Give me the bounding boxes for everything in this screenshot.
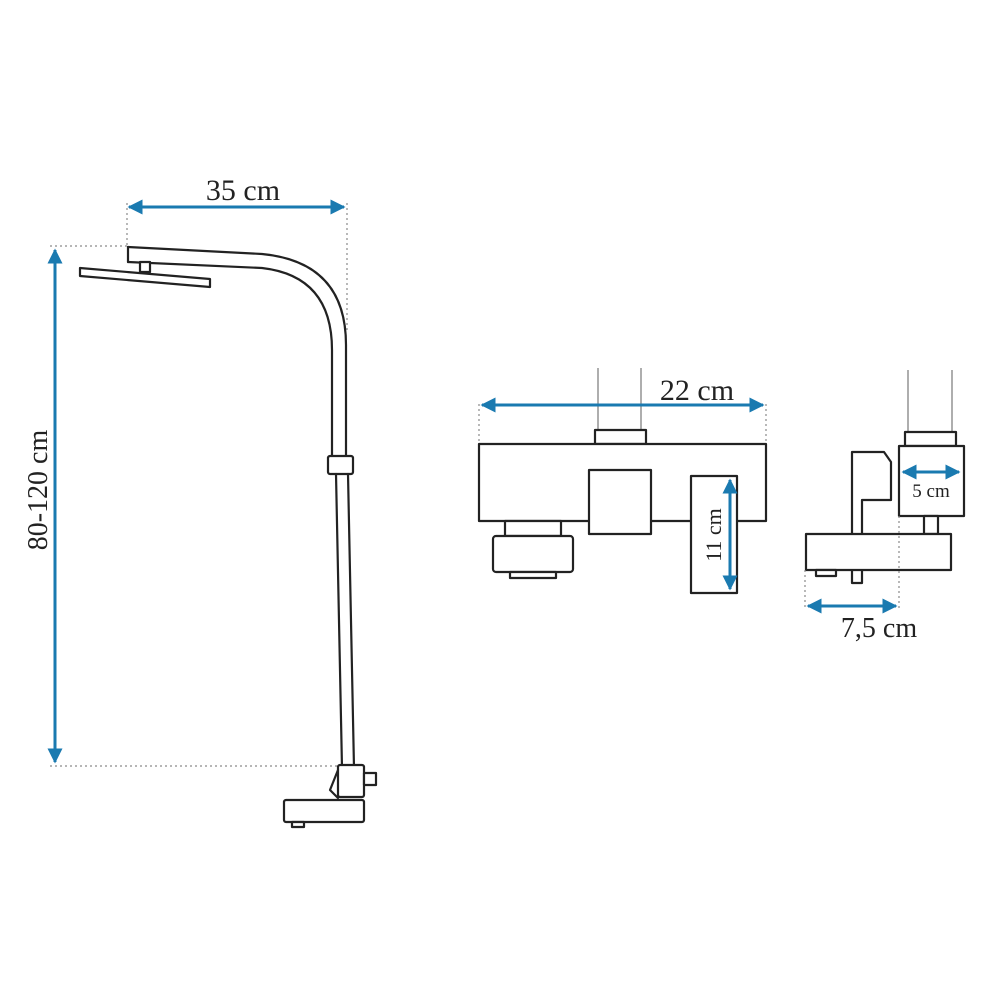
mixer-handle-height-label: 11 cm xyxy=(701,508,726,562)
mixer-front-drawing: 22 cm 11 cm xyxy=(477,368,768,595)
shower-width-label: 35 cm xyxy=(206,174,280,207)
mixer-top-outlet xyxy=(593,428,648,446)
riser-lower-left xyxy=(334,472,344,770)
column-mixer-body xyxy=(336,763,366,799)
shower-head-connector xyxy=(138,260,152,274)
side-block-stem xyxy=(922,514,940,536)
mixer-spout-outlet xyxy=(508,570,558,580)
side-depth-label: 7,5 cm xyxy=(841,613,917,644)
shower-arm-outer xyxy=(126,245,348,460)
side-block-width-label: 5 cm xyxy=(912,481,950,502)
side-spout-outlet xyxy=(814,568,838,578)
mixer-side-drawing: 5 cm 7,5 cm xyxy=(804,370,966,644)
side-wall-block xyxy=(897,444,966,518)
column-spout xyxy=(282,798,366,824)
adjustment-collar xyxy=(326,454,355,476)
column-mixer-lever xyxy=(328,768,340,800)
shower-arm-inner xyxy=(126,260,334,460)
mixer-spout-collar xyxy=(503,519,563,538)
shower-column-drawing: 35 cm 80-120 cm xyxy=(23,174,378,829)
mixer-width-label: 22 cm xyxy=(660,374,734,407)
shower-head xyxy=(78,266,212,289)
shower-height-label: 80-120 cm xyxy=(23,430,54,551)
side-top-outlet xyxy=(903,430,958,448)
mixer-center-block xyxy=(587,468,653,536)
side-spout xyxy=(804,532,953,572)
column-spout-outlet xyxy=(290,820,306,829)
riser-lower-right xyxy=(346,472,356,770)
column-mixer-inlet xyxy=(362,771,378,787)
mixer-spout xyxy=(491,534,575,574)
